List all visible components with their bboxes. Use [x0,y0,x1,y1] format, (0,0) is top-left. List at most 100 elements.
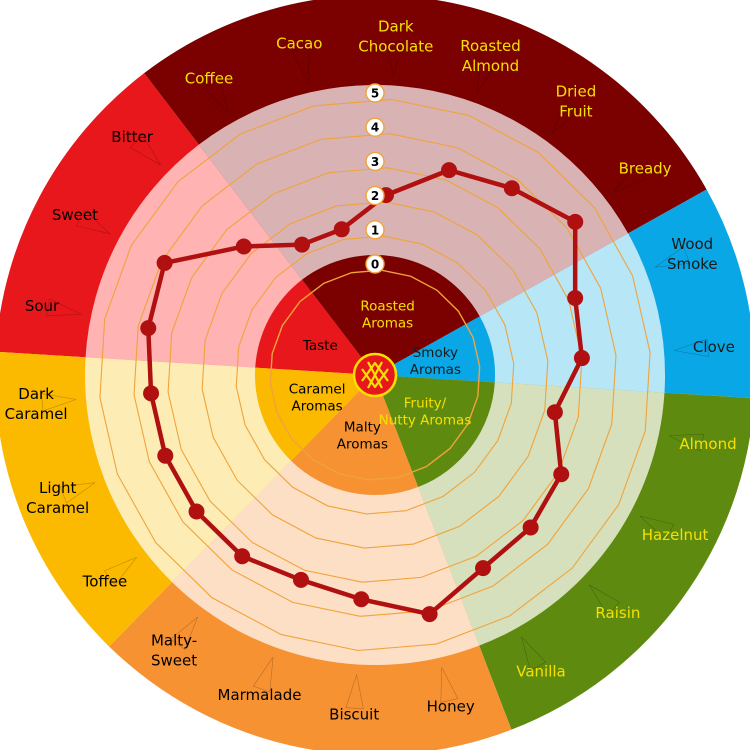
spoke-tick-toffee [104,556,137,586]
spoke-tick-dark-caramel [41,393,77,412]
attr-label-bready: Bready [619,159,672,177]
attr-label-vanilla: Vanilla [516,663,566,681]
grid-ring-1 [235,235,515,515]
tick-badge-2 [365,185,385,206]
tick-badge-0 [365,254,385,274]
series-point-hazelnut [553,466,570,483]
spoke-tick-roasted-almond [476,57,498,94]
series-point-sour [140,320,157,337]
spoke-tick-dried-fruit [552,100,580,134]
spoke-tick-vanilla [521,636,547,672]
spoke-tick-clove [673,338,709,357]
tick-label-5: 5 [371,87,379,101]
series-point-toffee [188,503,205,520]
tick-label-1: 1 [371,223,379,237]
tick-badge-4 [365,117,385,137]
attr-label-coffee: Coffee [185,69,233,87]
spoke-tick-marmalade [252,656,274,693]
tick-badge-5 [365,83,385,103]
spoke-tick-sour [45,298,82,317]
spoke-tick-honey [440,667,459,703]
series-point-sweet [156,254,173,271]
inner-sector-smoky-aromas [375,316,496,383]
spoke-tick-light-caramel [59,482,96,504]
series-point-vanilla [475,560,492,577]
attr-label-raisin: Raisin [595,604,640,622]
series-point-honey [421,606,438,623]
series-point-malty-sweet [234,548,251,565]
spoke-tick-raisin [589,584,621,616]
grid-ring-3 [167,167,583,583]
radial-tick-labels: 0 1 2 3 4 5 [365,83,385,274]
tick-badge-1 [365,220,385,240]
tick-badge-3 [365,151,385,172]
attr-label-sour: Sour [25,297,60,315]
inner-sector-roasted-aromas [302,255,480,375]
grid-ring-0 [269,269,481,481]
spoke-tick-cacao [291,47,310,83]
inner-sector-caramel-aromas [254,367,375,461]
spoke-tick-bready [613,164,646,194]
attr-label-bitter: Bitter [111,128,153,146]
series-point-coffee [294,236,311,253]
series-point-clove [573,350,590,367]
attr-label-clove: Clove [693,338,735,356]
attr-label-honey: Honey [427,698,475,716]
series-layer [140,162,590,623]
series-point-dark-caramel [143,385,160,402]
spoke-tick-hazelnut [639,515,675,541]
attr-label-almond: Almond [679,435,736,453]
attr-label-biscuit: Biscuit [329,705,379,723]
series-point-bitter [235,238,252,255]
series-point-raisin [522,519,539,536]
series-point-bready [567,213,584,230]
spoke-tick-malty-sweet [170,616,198,650]
attr-label-marmalade: Marmalade [218,686,302,704]
spoke-tick-biscuit [345,674,364,710]
logo-knot-lines [361,361,389,389]
category-label-fruity-nutty-aromas: Fruity/Nutty Aromas [379,396,472,429]
series-point-cacao [333,221,350,238]
tint-sector-roasted-aromas [198,84,629,376]
spoke-tick-wood-smoke [654,246,691,268]
inner-sector-fruity-nutty-aromas [375,375,495,487]
spoke-tick-sweet [75,209,111,235]
series-point-light-caramel [157,447,174,464]
attr-label-malty-sweet: Malty-Sweet [151,631,197,669]
tick-label-0: 0 [371,258,379,272]
attr-label-sweet: Sweet [52,206,98,224]
spoke-tick-almond [668,433,705,452]
knot-logo-icon [352,352,398,398]
grid-ring-5 [99,98,651,652]
grid-ring-2 [201,201,549,549]
category-label-taste: Taste [302,338,338,354]
tick-label-4: 4 [371,121,379,135]
tick-label-3: 3 [371,155,379,169]
grid-ring-4 [133,133,617,617]
spoke-tick-bitter [129,134,161,166]
tick-label-2: 2 [371,189,379,203]
spoke-tick-coffee [203,78,229,114]
series-point-almond [546,404,563,421]
series-point-biscuit [353,591,370,608]
series-point-dried-fruit [503,180,520,197]
attribute-spokes [41,40,709,710]
attr-label-toffee: Toffee [82,573,128,591]
series-point-wood-smoke [567,289,584,306]
spoke-tick-dark-chocolate [386,40,405,76]
series-point-roasted-almond [441,162,458,179]
inner-sector-taste [255,279,375,375]
attr-label-hazelnut: Hazelnut [642,526,709,544]
